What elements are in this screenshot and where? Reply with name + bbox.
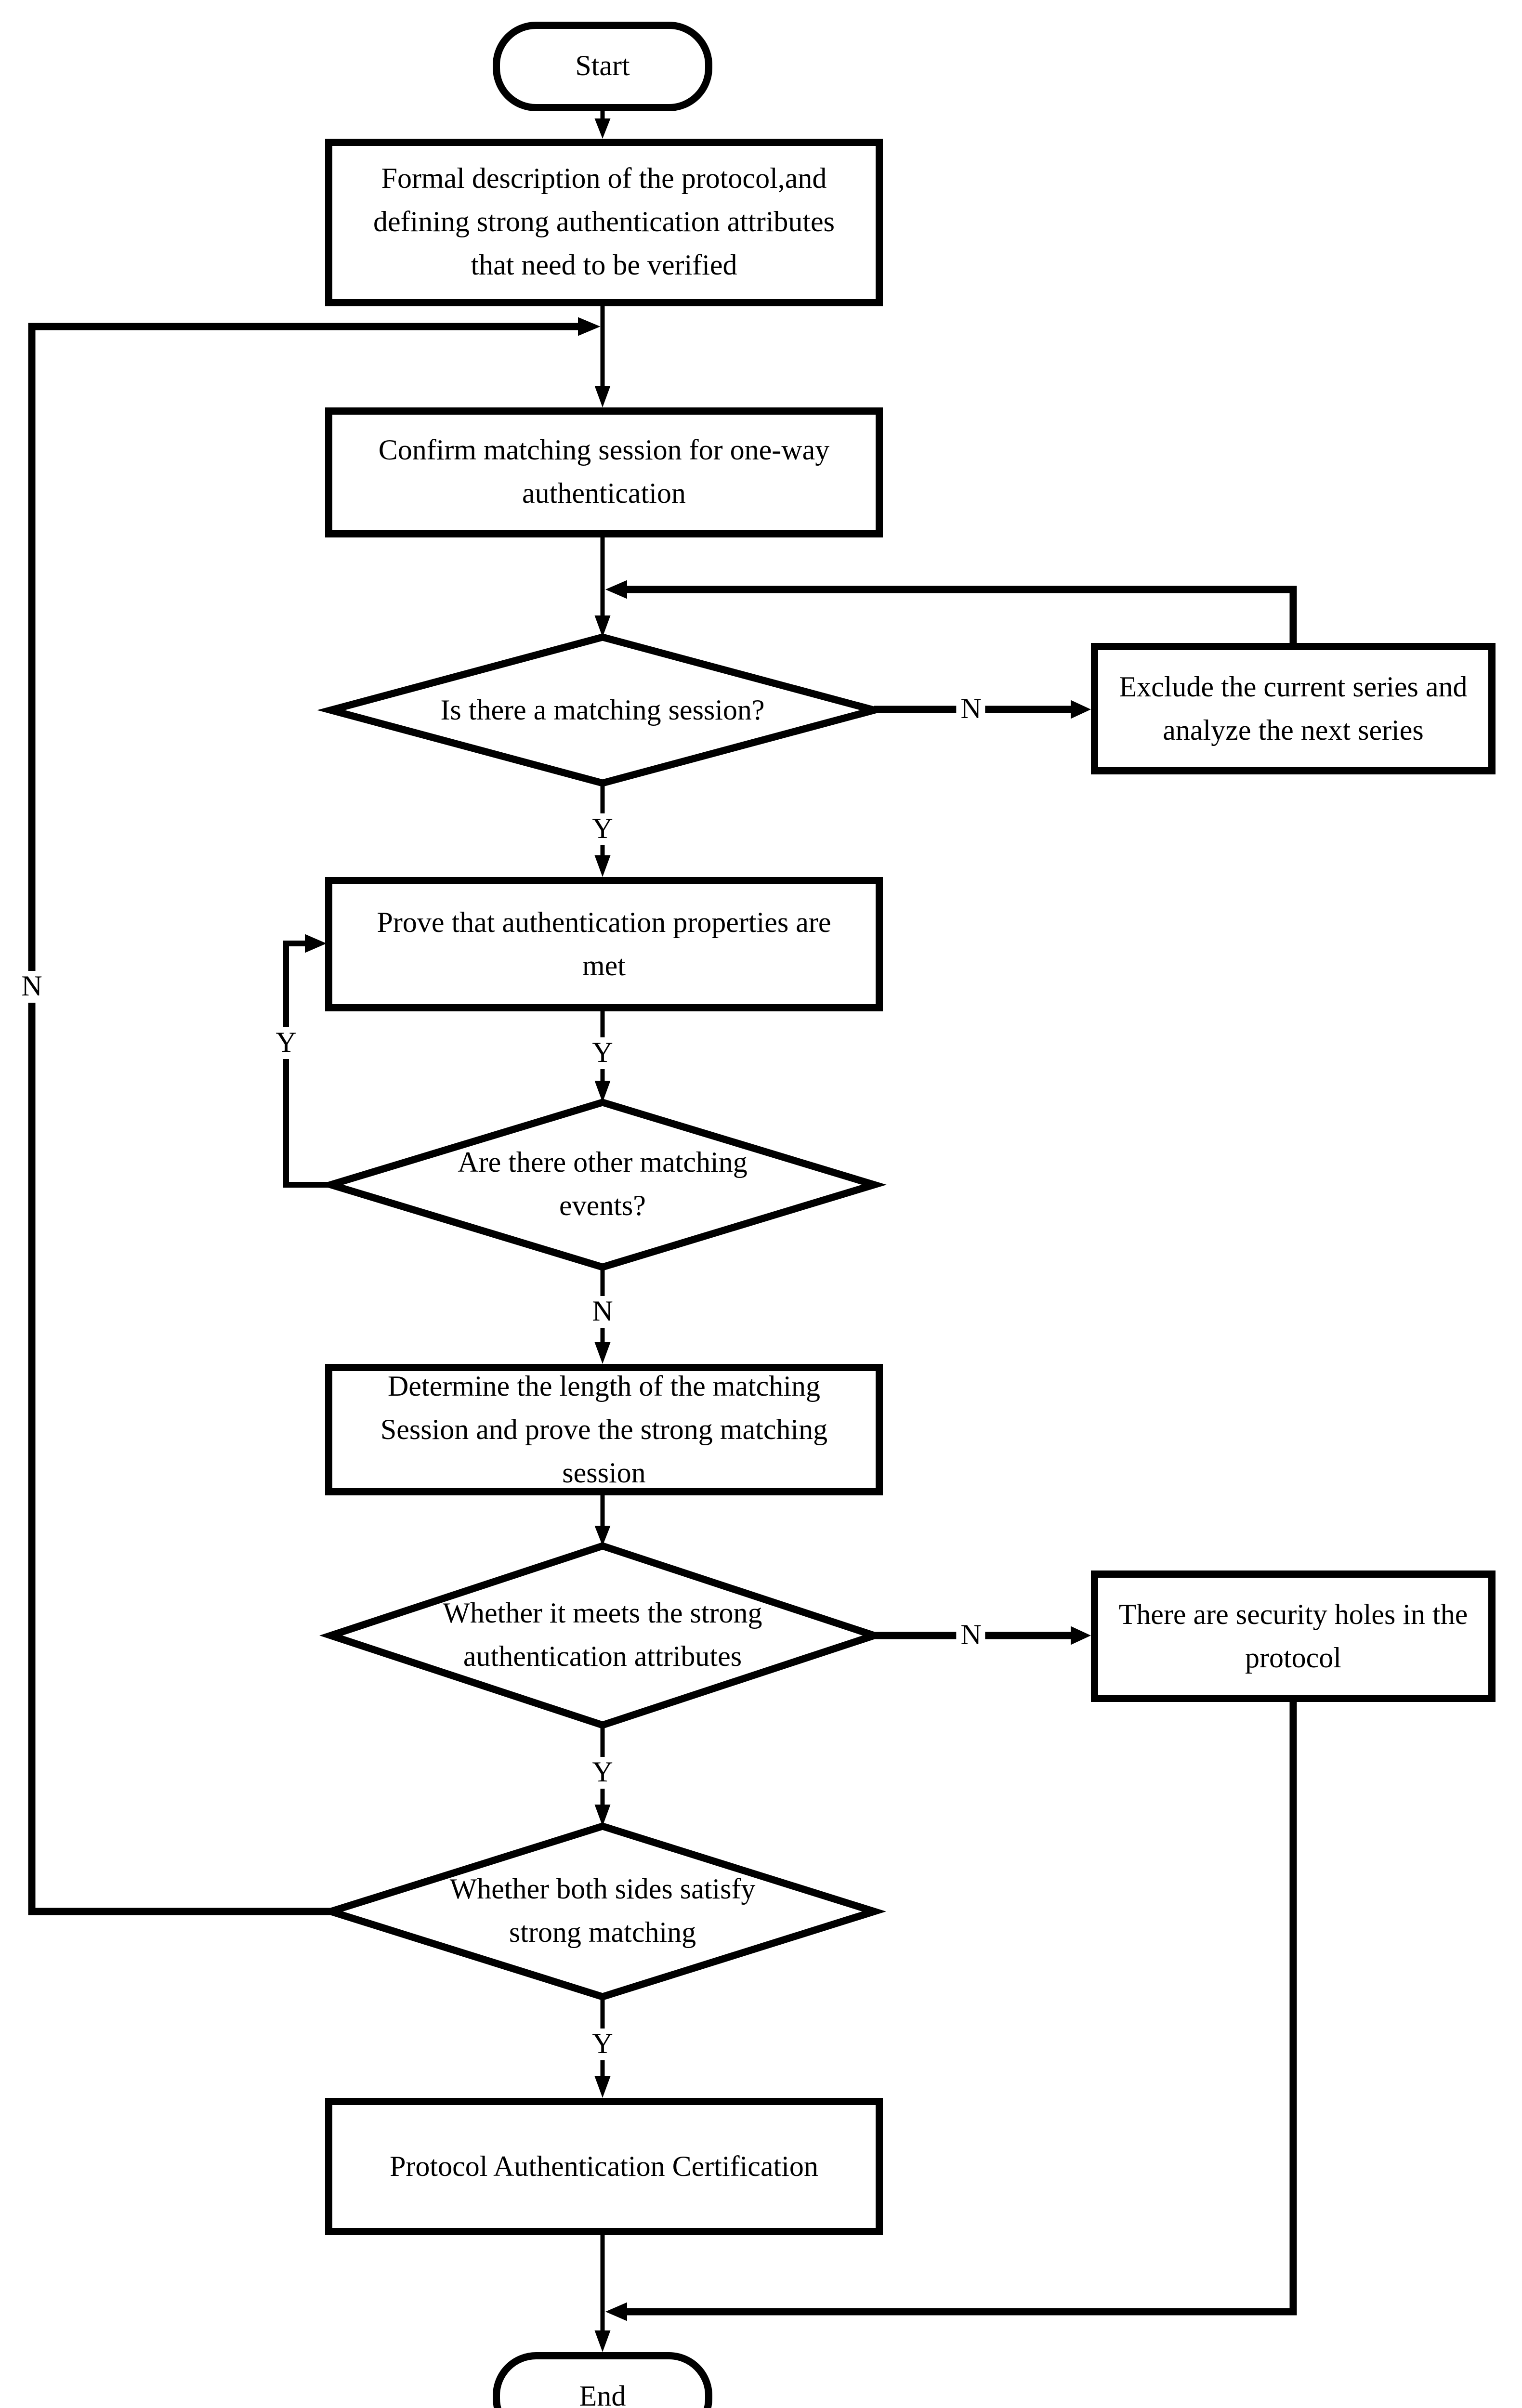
- arrowhead: [594, 2076, 611, 2098]
- arrowhead: [594, 2330, 611, 2352]
- node-determine-length-label: Determine the length of the matching Ses…: [380, 1370, 828, 1489]
- node-protocol-auth-cert-label: Protocol Authentication Certification: [390, 2150, 818, 2183]
- connector-loop-exclude-return: [627, 586, 1297, 643]
- connector-loop-d2-yes: [283, 941, 331, 1188]
- decision-shape-is-matching-session: [317, 633, 888, 787]
- node-formal-description-label: Formal description of the protocol,and d…: [373, 163, 835, 282]
- edge-label-d2-yes-loop: Y: [271, 1027, 301, 1059]
- arrowhead: [594, 855, 611, 877]
- node-exclude-series: Exclude the current series and analyze t…: [1091, 643, 1496, 774]
- node-security-holes-label: There are security holes in the protocol: [1118, 1598, 1468, 1674]
- edge-label-d4-no-loop: N: [17, 971, 47, 1003]
- node-both-sides-strong: Whether both sides satisfy strong matchi…: [422, 1826, 783, 1997]
- arrowhead: [594, 1342, 611, 1364]
- node-end: End: [493, 2352, 712, 2408]
- arrowhead: [605, 2302, 627, 2321]
- edge-label-d2-no: N: [588, 1296, 617, 1328]
- connector-loop-security-end: [627, 1701, 1297, 2316]
- node-prove-auth-properties: Prove that authentication properties are…: [325, 877, 883, 1011]
- arrowhead: [1070, 1626, 1091, 1645]
- edge-label-d3-yes: Y: [588, 1757, 617, 1789]
- node-protocol-auth-cert: Protocol Authentication Certification: [325, 2098, 883, 2235]
- arrowhead: [577, 317, 601, 336]
- decision-shape-other-matching-events: [318, 1099, 887, 1271]
- node-is-matching-session: Is there a matching session?: [403, 637, 802, 783]
- arrowhead: [594, 118, 611, 139]
- arrowhead: [594, 615, 611, 638]
- node-start-label: Start: [575, 51, 630, 82]
- node-both-sides-strong-label: Whether both sides satisfy strong matchi…: [449, 1874, 756, 1949]
- arrowhead: [594, 1804, 611, 1826]
- node-exclude-series-label: Exclude the current series and analyze t…: [1119, 671, 1468, 746]
- edge-label-d3-no: N: [956, 1620, 986, 1651]
- edge-label-d1-yes: Y: [588, 813, 617, 845]
- node-end-label: End: [579, 2381, 626, 2408]
- node-confirm-matching-label: Confirm matching session for one-way aut…: [378, 435, 830, 510]
- arrowhead: [594, 1525, 611, 1546]
- connector-loop-d4-no: [28, 323, 578, 1915]
- node-other-matching-events-label: Are there other matching events?: [458, 1147, 748, 1222]
- arrowhead: [605, 580, 627, 599]
- node-other-matching-events: Are there other matching events?: [429, 1102, 776, 1267]
- edge-label-prove-to-d2-yes: Y: [588, 1037, 617, 1069]
- arrowhead: [594, 386, 611, 408]
- node-formal-description: Formal description of the protocol,and d…: [325, 139, 883, 306]
- node-confirm-matching: Confirm matching session for one-way aut…: [325, 407, 883, 537]
- arrowhead: [594, 1081, 611, 1103]
- node-meets-strong-auth: Whether it meets the strong authenticati…: [415, 1546, 790, 1725]
- edge-label-d1-no: N: [956, 694, 986, 725]
- node-start: Start: [493, 22, 712, 111]
- decision-shape-both-sides-strong: [318, 1822, 887, 2001]
- node-is-matching-session-label: Is there a matching session?: [440, 694, 765, 726]
- arrowhead: [304, 934, 327, 953]
- node-meets-strong-auth-label: Whether it meets the strong authenticati…: [443, 1598, 762, 1673]
- node-determine-length: Determine the length of the matching Ses…: [325, 1364, 883, 1495]
- node-security-holes: There are security holes in the protocol: [1091, 1570, 1496, 1702]
- decision-shape-meets-strong-auth: [319, 1542, 886, 1729]
- node-prove-auth-properties-label: Prove that authentication properties are…: [377, 906, 831, 982]
- edge-label-d4-yes: Y: [588, 2028, 617, 2060]
- arrowhead: [1070, 700, 1091, 719]
